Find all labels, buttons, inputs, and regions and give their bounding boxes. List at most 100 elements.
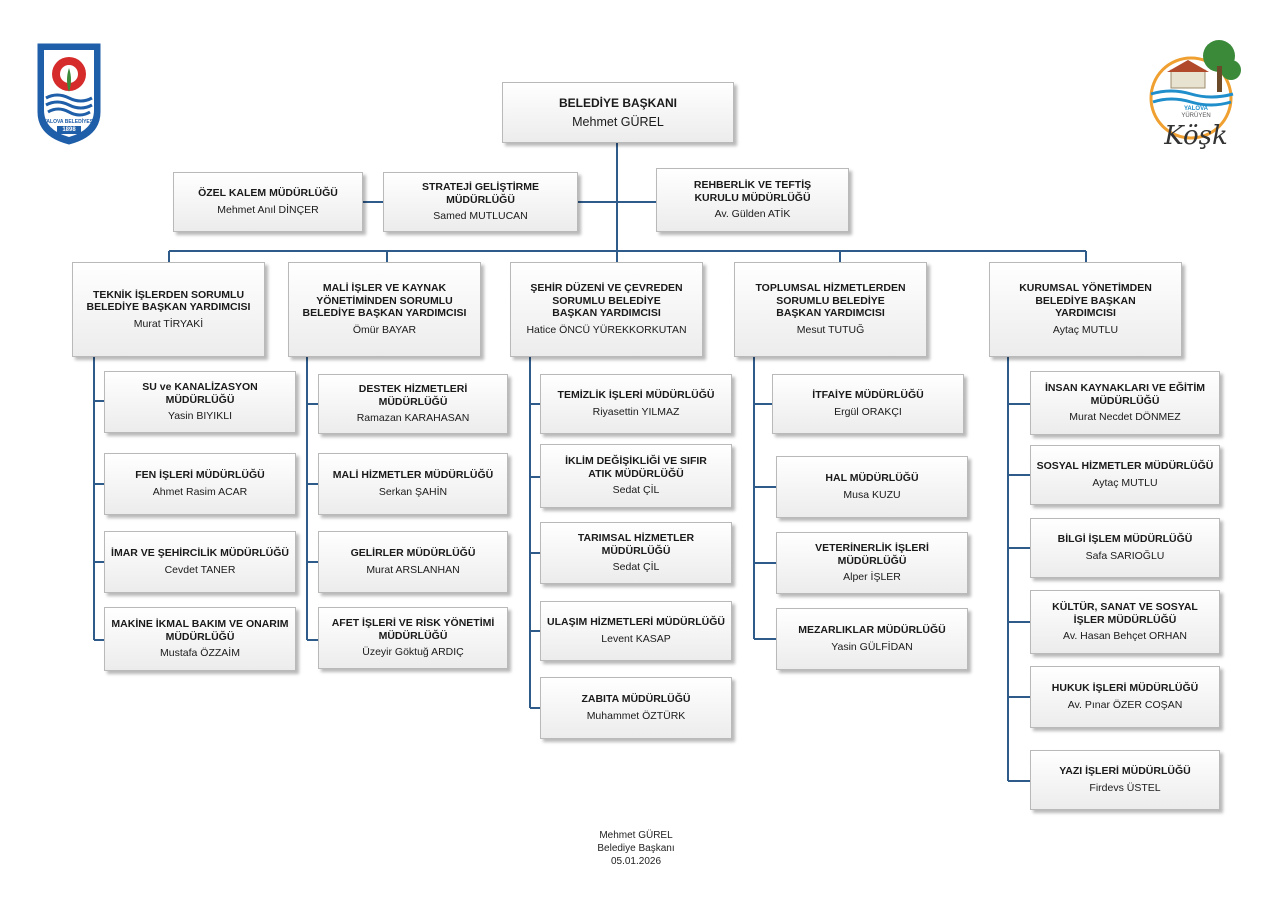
unit-box: DESTEK HİZMETLERİ MÜDÜRLÜĞÜ Ramazan KARA… <box>318 374 508 434</box>
unit-title: İNSAN KAYNAKLARI VE EĞİTİM MÜDÜRLÜĞÜ <box>1044 382 1206 407</box>
unit-box: HUKUK İŞLERİ MÜDÜRLÜĞÜ Av. Pınar ÖZER CO… <box>1030 666 1220 728</box>
unit-title: AFET İŞLERİ VE RİSK YÖNETİMİ MÜDÜRLÜĞÜ <box>331 617 495 642</box>
unit-name: Yasin GÜLFİDAN <box>831 640 913 653</box>
unit-name: Firdevs ÜSTEL <box>1089 781 1161 794</box>
unit-title: TARIMSAL HİZMETLER MÜDÜRLÜĞÜ <box>577 532 695 557</box>
logo-text-mid: YÜRÜYEN <box>1181 113 1211 119</box>
staff-box-strateji: STRATEJİ GELİŞTİRME MÜDÜRLÜĞÜ Samed MUTL… <box>383 172 578 232</box>
unit-box: GELİRLER MÜDÜRLÜĞÜ Murat ARSLANHAN <box>318 531 508 593</box>
unit-title: HAL MÜDÜRLÜĞÜ <box>825 472 919 485</box>
logo-year: 1898 <box>62 127 76 133</box>
unit-box: TEMİZLİK İŞLERİ MÜDÜRLÜĞÜ Riyasettin YIL… <box>540 374 732 434</box>
staff-name: Av. Gülden ATİK <box>714 208 791 220</box>
deputy-box-sehir: ŞEHİR DÜZENİ VE ÇEVREDEN SORUMLU BELEDİY… <box>510 262 703 357</box>
unit-box: TARIMSAL HİZMETLER MÜDÜRLÜĞÜ Sedat ÇİL <box>540 522 732 584</box>
deputy-box-mali: MALİ İŞLER VE KAYNAK YÖNETİMİNDEN SORUML… <box>288 262 481 357</box>
unit-box: İKLİM DEĞİŞİKLİĞİ VE SIFIR ATIK MÜDÜRLÜĞ… <box>540 444 732 508</box>
unit-title: FEN İŞLERİ MÜDÜRLÜĞÜ <box>135 469 265 482</box>
unit-name: Murat Necdet DÖNMEZ <box>1069 411 1181 423</box>
unit-box: ZABITA MÜDÜRLÜĞÜ Muhammet ÖZTÜRK <box>540 677 732 739</box>
unit-name: Cevdet TANER <box>164 563 236 576</box>
deputy-name: Mesut TUTUĞ <box>796 323 865 336</box>
deputy-title: KURUMSAL YÖNETİMDEN BELEDİYE BAŞKAN YARD… <box>1019 282 1152 320</box>
unit-title: ZABITA MÜDÜRLÜĞÜ <box>581 693 691 706</box>
footer-role: Belediye Başkanı <box>597 843 675 854</box>
staff-title: REHBERLİK VE TEFTİŞ KURULU MÜDÜRLÜĞÜ <box>693 179 812 204</box>
unit-box: İNSAN KAYNAKLARI VE EĞİTİM MÜDÜRLÜĞÜ Mur… <box>1030 371 1220 435</box>
unit-name: Av. Pınar ÖZER COŞAN <box>1067 698 1183 711</box>
unit-name: Muhammet ÖZTÜRK <box>586 709 686 722</box>
unit-title: BİLGİ İŞLEM MÜDÜRLÜĞÜ <box>1057 533 1193 546</box>
unit-name: Sedat ÇİL <box>612 484 660 496</box>
unit-name: Safa SARIOĞLU <box>1085 549 1165 562</box>
staff-name: Mehmet Anıl DİNÇER <box>217 203 319 216</box>
unit-name: Mustafa ÖZZAİM <box>160 647 240 659</box>
deputy-box-teknik: TEKNİK İŞLERDEN SORUMLU BELEDİYE BAŞKAN … <box>72 262 265 357</box>
unit-box: KÜLTÜR, SANAT VE SOSYAL İŞLER MÜDÜRLÜĞÜ … <box>1030 590 1220 654</box>
logo-text-top: YALOVA <box>1183 106 1208 112</box>
mayor-name: Mehmet GÜREL <box>572 115 664 129</box>
unit-name: Riyasettin YILMAZ <box>592 405 680 418</box>
unit-title: İMAR VE ŞEHİRCİLİK MÜDÜRLÜĞÜ <box>111 547 289 560</box>
unit-title: SU ve KANALİZASYON MÜDÜRLÜĞÜ <box>142 381 258 406</box>
unit-name: Ergül ORAKÇI <box>834 405 902 418</box>
unit-title: GELİRLER MÜDÜRLÜĞÜ <box>350 547 476 560</box>
unit-title: ULAŞIM HİZMETLERİ MÜDÜRLÜĞÜ <box>547 616 725 629</box>
unit-title: KÜLTÜR, SANAT VE SOSYAL İŞLER MÜDÜRLÜĞÜ <box>1052 601 1198 626</box>
unit-title: DESTEK HİZMETLERİ MÜDÜRLÜĞÜ <box>358 383 468 408</box>
unit-name: Musa KUZU <box>843 488 901 501</box>
footer-date: 05.01.2026 <box>610 856 662 867</box>
unit-title: HUKUK İŞLERİ MÜDÜRLÜĞÜ <box>1051 682 1199 695</box>
unit-title: İTFAİYE MÜDÜRLÜĞÜ <box>812 389 924 402</box>
staff-box-rehberlik: REHBERLİK VE TEFTİŞ KURULU MÜDÜRLÜĞÜ Av.… <box>656 168 849 232</box>
unit-name: Üzeyir Göktuğ ARDIÇ <box>362 646 464 658</box>
unit-box: AFET İŞLERİ VE RİSK YÖNETİMİ MÜDÜRLÜĞÜ Ü… <box>318 607 508 669</box>
unit-title: VETERİNERLİK İŞLERİ MÜDÜRLÜĞÜ <box>815 542 929 567</box>
footer-name: Mehmet GÜREL <box>599 830 673 841</box>
unit-name: Yasin BIYIKLI <box>167 410 232 422</box>
unit-box: HAL MÜDÜRLÜĞÜ Musa KUZU <box>776 456 968 518</box>
staff-box-ozel-kalem: ÖZEL KALEM MÜDÜRLÜĞÜ Mehmet Anıl DİNÇER <box>173 172 363 232</box>
deputy-box-kurumsal: KURUMSAL YÖNETİMDEN BELEDİYE BAŞKAN YARD… <box>989 262 1182 357</box>
unit-box: MEZARLIKLAR MÜDÜRLÜĞÜ Yasin GÜLFİDAN <box>776 608 968 670</box>
unit-box: YAZI İŞLERİ MÜDÜRLÜĞÜ Firdevs ÜSTEL <box>1030 750 1220 810</box>
deputy-name: Murat TİRYAKİ <box>133 317 204 330</box>
deputy-name: Aytaç MUTLU <box>1052 323 1119 336</box>
unit-title: İKLİM DEĞİŞİKLİĞİ VE SIFIR ATIK MÜDÜRLÜĞ… <box>565 455 707 480</box>
unit-name: Av. Hasan Behçet ORHAN <box>1063 630 1187 642</box>
yalova-municipality-logo: YALOVA BELEDİYESİ 1898 <box>32 40 106 146</box>
unit-title: TEMİZLİK İŞLERİ MÜDÜRLÜĞÜ <box>557 389 715 402</box>
yuruyen-kosk-logo: YALOVA YÜRÜYEN Köşk <box>1141 36 1245 160</box>
logo-text-bottom: Köşk <box>1164 121 1228 151</box>
deputy-title: ŞEHİR DÜZENİ VE ÇEVREDEN SORUMLU BELEDİY… <box>530 282 683 320</box>
mayor-box: BELEDİYE BAŞKANI Mehmet GÜREL <box>502 82 734 143</box>
unit-box: İMAR VE ŞEHİRCİLİK MÜDÜRLÜĞÜ Cevdet TANE… <box>104 531 296 593</box>
unit-box: İTFAİYE MÜDÜRLÜĞÜ Ergül ORAKÇI <box>772 374 964 434</box>
deputy-box-toplumsal: TOPLUMSAL HİZMETLERDEN SORUMLU BELEDİYE … <box>734 262 927 357</box>
staff-name: Samed MUTLUCAN <box>433 210 528 222</box>
unit-name: Aytaç MUTLU <box>1092 476 1158 489</box>
signature-footer: Mehmet GÜREL Belediye Başkanı 05.01.2026 <box>536 829 736 868</box>
unit-title: SOSYAL HİZMETLER MÜDÜRLÜĞÜ <box>1036 460 1214 473</box>
unit-title: MALİ HİZMETLER MÜDÜRLÜĞÜ <box>332 469 494 482</box>
unit-box: BİLGİ İŞLEM MÜDÜRLÜĞÜ Safa SARIOĞLU <box>1030 518 1220 578</box>
unit-box: MALİ HİZMETLER MÜDÜRLÜĞÜ Serkan ŞAHİN <box>318 453 508 515</box>
logo-ring-text: YALOVA BELEDİYESİ <box>43 119 95 125</box>
unit-name: Alper İŞLER <box>843 571 901 583</box>
deputy-title: TEKNİK İŞLERDEN SORUMLU BELEDİYE BAŞKAN … <box>86 288 251 314</box>
unit-box: MAKİNE İKMAL BAKIM VE ONARIM MÜDÜRLÜĞÜ M… <box>104 607 296 671</box>
unit-name: Murat ARSLANHAN <box>366 563 460 576</box>
staff-title: STRATEJİ GELİŞTİRME MÜDÜRLÜĞÜ <box>421 181 540 206</box>
unit-name: Levent KASAP <box>601 632 671 645</box>
unit-name: Sedat ÇİL <box>612 561 660 573</box>
unit-title: MAKİNE İKMAL BAKIM VE ONARIM MÜDÜRLÜĞÜ <box>111 618 289 643</box>
unit-name: Serkan ŞAHİN <box>378 485 448 498</box>
unit-box: SU ve KANALİZASYON MÜDÜRLÜĞÜ Yasin BIYIK… <box>104 371 296 433</box>
unit-title: YAZI İŞLERİ MÜDÜRLÜĞÜ <box>1059 765 1191 778</box>
deputy-name: Ömür BAYAR <box>352 323 417 336</box>
unit-box: FEN İŞLERİ MÜDÜRLÜĞÜ Ahmet Rasim ACAR <box>104 453 296 515</box>
staff-title: ÖZEL KALEM MÜDÜRLÜĞÜ <box>198 187 338 200</box>
unit-name: Ramazan KARAHASAN <box>356 412 470 424</box>
unit-name: Ahmet Rasim ACAR <box>152 485 248 498</box>
